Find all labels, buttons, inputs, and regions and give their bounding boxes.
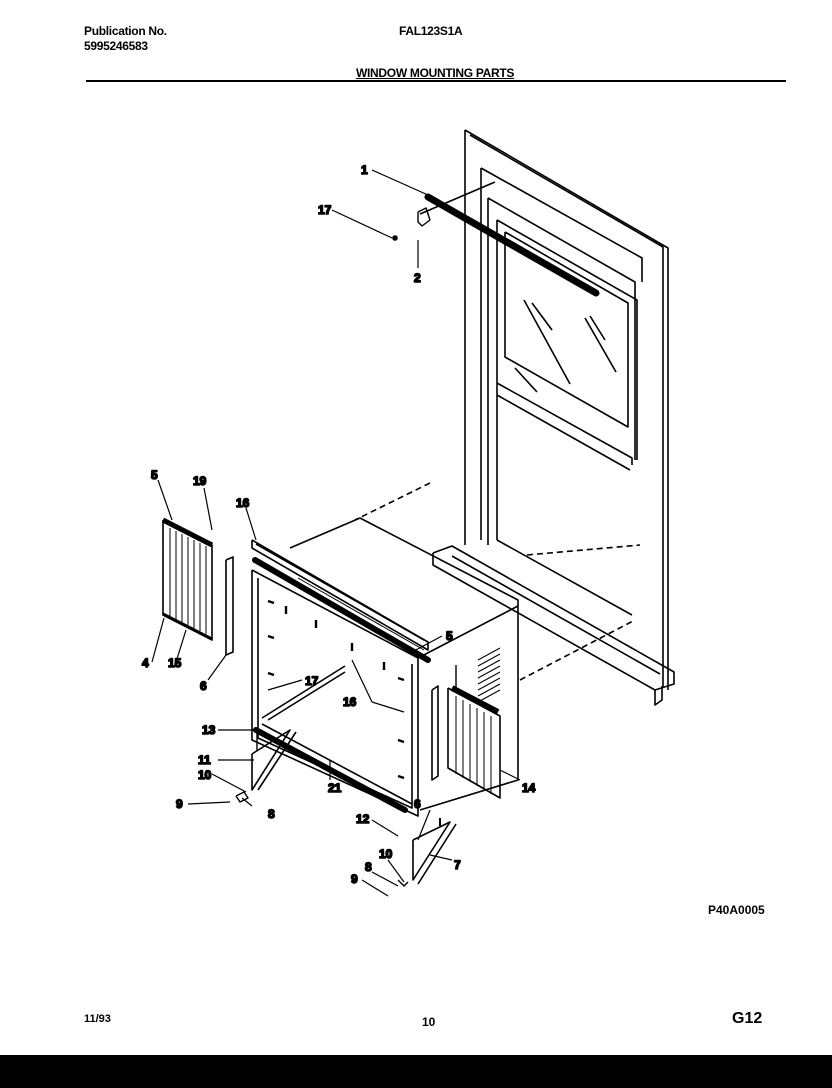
parts-diagram-page: Publication No. 5995246583 FAL123S1A WIN…	[0, 0, 832, 1055]
right-support-bracket	[397, 818, 457, 887]
publication-label: Publication No.	[84, 24, 167, 38]
callout-16: 16	[236, 496, 250, 510]
callout-13: 13	[202, 723, 216, 737]
left-support-bracket	[235, 729, 297, 803]
callout-17-lower: 17	[305, 674, 319, 688]
exploded-view-diagram: 1 17 2 5 19 16 4 15 6 5 17 16 13 11 10 9…	[141, 129, 675, 897]
callout-6: 6	[200, 679, 207, 693]
leader-lines	[151, 169, 521, 897]
revision-date: 11/93	[84, 1013, 111, 1025]
section-title: WINDOW MOUNTING PARTS	[356, 66, 515, 80]
callout-1: 1	[361, 163, 368, 177]
publication-number: 5995246583	[84, 39, 148, 53]
callout-9-right: 9	[351, 872, 358, 886]
model-number: FAL123S1A	[399, 24, 463, 38]
callout-labels: 1 17 2 5 19 16 4 15 6 5 17 16 13 11 10 9…	[141, 162, 536, 887]
top-channel-part-16	[251, 539, 431, 663]
callout-15: 15	[168, 656, 182, 670]
callout-11: 11	[198, 753, 211, 767]
callout-2: 2	[414, 271, 421, 285]
callout-14: 14	[522, 781, 536, 795]
header-rule	[86, 80, 786, 82]
callout-19: 19	[193, 474, 207, 488]
right-curtain-panel	[431, 665, 501, 799]
callout-12: 12	[356, 812, 370, 826]
callout-10: 10	[198, 768, 212, 782]
sheet-code: G12	[732, 1010, 763, 1027]
callout-8: 8	[268, 807, 275, 821]
callout-4: 4	[142, 656, 149, 670]
callout-7: 7	[454, 858, 461, 872]
callout-8-right: 8	[365, 860, 372, 874]
callout-5-right: 5	[446, 629, 453, 643]
callout-16-lower: 16	[343, 695, 357, 709]
callout-6-right: 6	[414, 797, 421, 811]
callout-10-right: 10	[379, 847, 393, 861]
window-frame	[354, 129, 675, 706]
top-rail-part-1	[392, 193, 600, 297]
ac-cabinet	[251, 517, 519, 817]
callout-17: 17	[318, 203, 332, 217]
page-number: 10	[422, 1015, 436, 1029]
callout-21: 21	[328, 781, 342, 795]
figure-code: P40A0005	[708, 903, 765, 917]
callout-9: 9	[176, 797, 183, 811]
callout-5: 5	[151, 468, 158, 482]
left-curtain-panel	[161, 517, 234, 656]
